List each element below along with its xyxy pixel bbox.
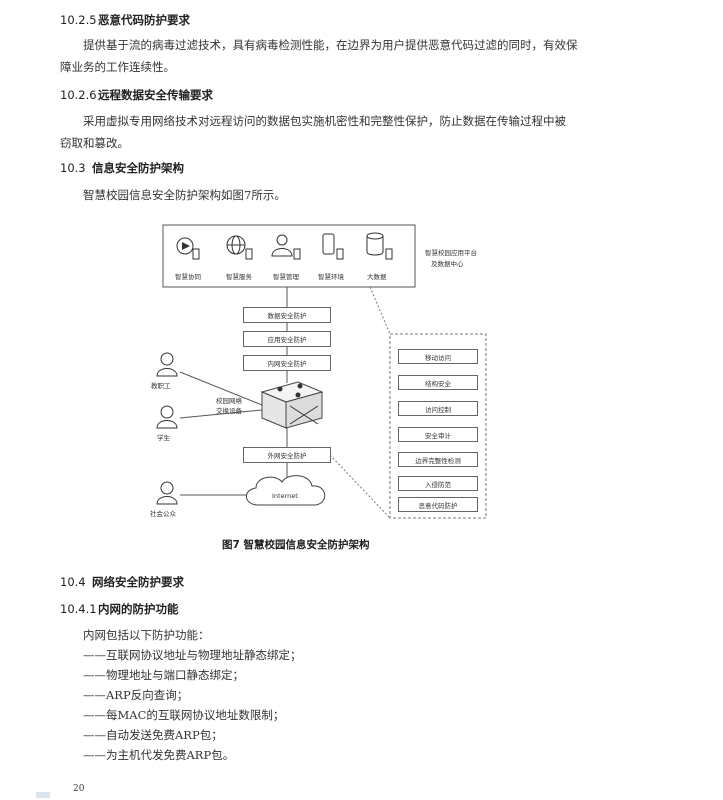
list-item: ——自动发送免费ARP包； — [83, 728, 223, 742]
user-label-staff: 教职工 — [151, 382, 171, 390]
measure-structure-security: 结构安全 — [398, 375, 478, 390]
platform-label-line2: 及数据中心 — [431, 260, 464, 268]
app-label-4: 智慧环境 — [318, 273, 344, 281]
architecture-diagram: 智慧协同 智慧服务 智慧管理 智慧环境 大数据 智慧校园应用平台 及数据中心 数… — [150, 224, 487, 519]
app-label-1: 智慧协同 — [175, 273, 201, 281]
student-user-icon — [156, 405, 178, 429]
internet-cloud-icon — [246, 475, 326, 506]
user-label-public: 社会公众 — [150, 510, 176, 518]
mobile-device-icon — [322, 233, 344, 260]
measure-malware-protection: 恶意代码防护 — [398, 497, 478, 512]
paragraph-10-2-5-line2: 障业务的工作连续性。 — [60, 60, 175, 74]
list-item: ——ARP反向查询； — [83, 688, 189, 702]
paragraph-10-2-6-line2: 窃取和篡改。 — [60, 136, 129, 150]
user-label-student: 学生 — [157, 434, 170, 442]
page-number: 20 — [73, 784, 85, 794]
diagram-lines — [156, 224, 487, 519]
measure-mobile-access: 移动访问 — [398, 349, 478, 364]
list-item: ——每MAC的互联网协议地址数限制； — [83, 708, 285, 722]
page-corner-mark — [36, 792, 50, 798]
switch-icon — [260, 381, 324, 429]
paragraph-10-4-1-intro: 内网包括以下防护功能： — [83, 628, 210, 642]
measure-access-control: 访问控制 — [398, 401, 478, 416]
public-user-icon — [156, 481, 178, 505]
database-icon — [366, 232, 393, 260]
heading-10-2-6: 10.2.6远程数据安全传输要求 — [60, 88, 213, 102]
figure-caption: 图7 智慧校园信息安全防护架构 — [222, 539, 370, 551]
measure-intrusion-prevention: 入侵防范 — [398, 476, 478, 491]
staff-user-icon — [156, 352, 178, 377]
app-label-3: 智慧管理 — [273, 273, 299, 281]
paragraph-10-2-5-line1: 提供基于流的病毒过滤技术，具有病毒检测性能，在边界为用户提供恶意代码过滤的同时，… — [83, 38, 578, 52]
layer-data-security: 数据安全防护 — [243, 307, 331, 323]
paragraph-10-2-6-line1: 采用虚拟专用网络技术对远程访问的数据包实施机密性和完整性保护，防止数据在传输过程… — [83, 114, 566, 128]
collaboration-icon — [176, 237, 200, 260]
heading-10-4-1: 10.4.1内网的防护功能 — [60, 602, 179, 616]
list-item: ——为主机代发免费ARP包。 — [83, 748, 235, 762]
app-label-2: 智慧服务 — [226, 273, 252, 281]
heading-10-2-5: 10.2.5恶意代码防护要求 — [60, 13, 190, 27]
layer-extranet-security: 外网安全防护 — [243, 447, 331, 463]
paragraph-10-3-intro: 智慧校园信息安全防护架构如图7所示。 — [83, 188, 286, 202]
switch-label-line1: 校园网络 — [216, 397, 242, 405]
measure-boundary-integrity: 边界完整性检测 — [398, 452, 478, 467]
platform-label-line1: 智慧校园应用平台 — [425, 249, 477, 257]
app-label-5: 大数据 — [367, 273, 387, 281]
list-item: ——物理地址与端口静态绑定； — [83, 668, 244, 682]
internet-label: Internet — [272, 492, 298, 500]
layer-intranet-security: 内网安全防护 — [243, 355, 331, 371]
list-item: ——互联网协议地址与物理地址静态绑定； — [83, 648, 302, 662]
switch-label-line2: 交换设备 — [216, 407, 242, 415]
layer-app-security: 应用安全防护 — [243, 331, 331, 347]
service-globe-icon — [226, 235, 253, 260]
management-icon — [271, 234, 301, 260]
measure-security-audit: 安全审计 — [398, 427, 478, 442]
